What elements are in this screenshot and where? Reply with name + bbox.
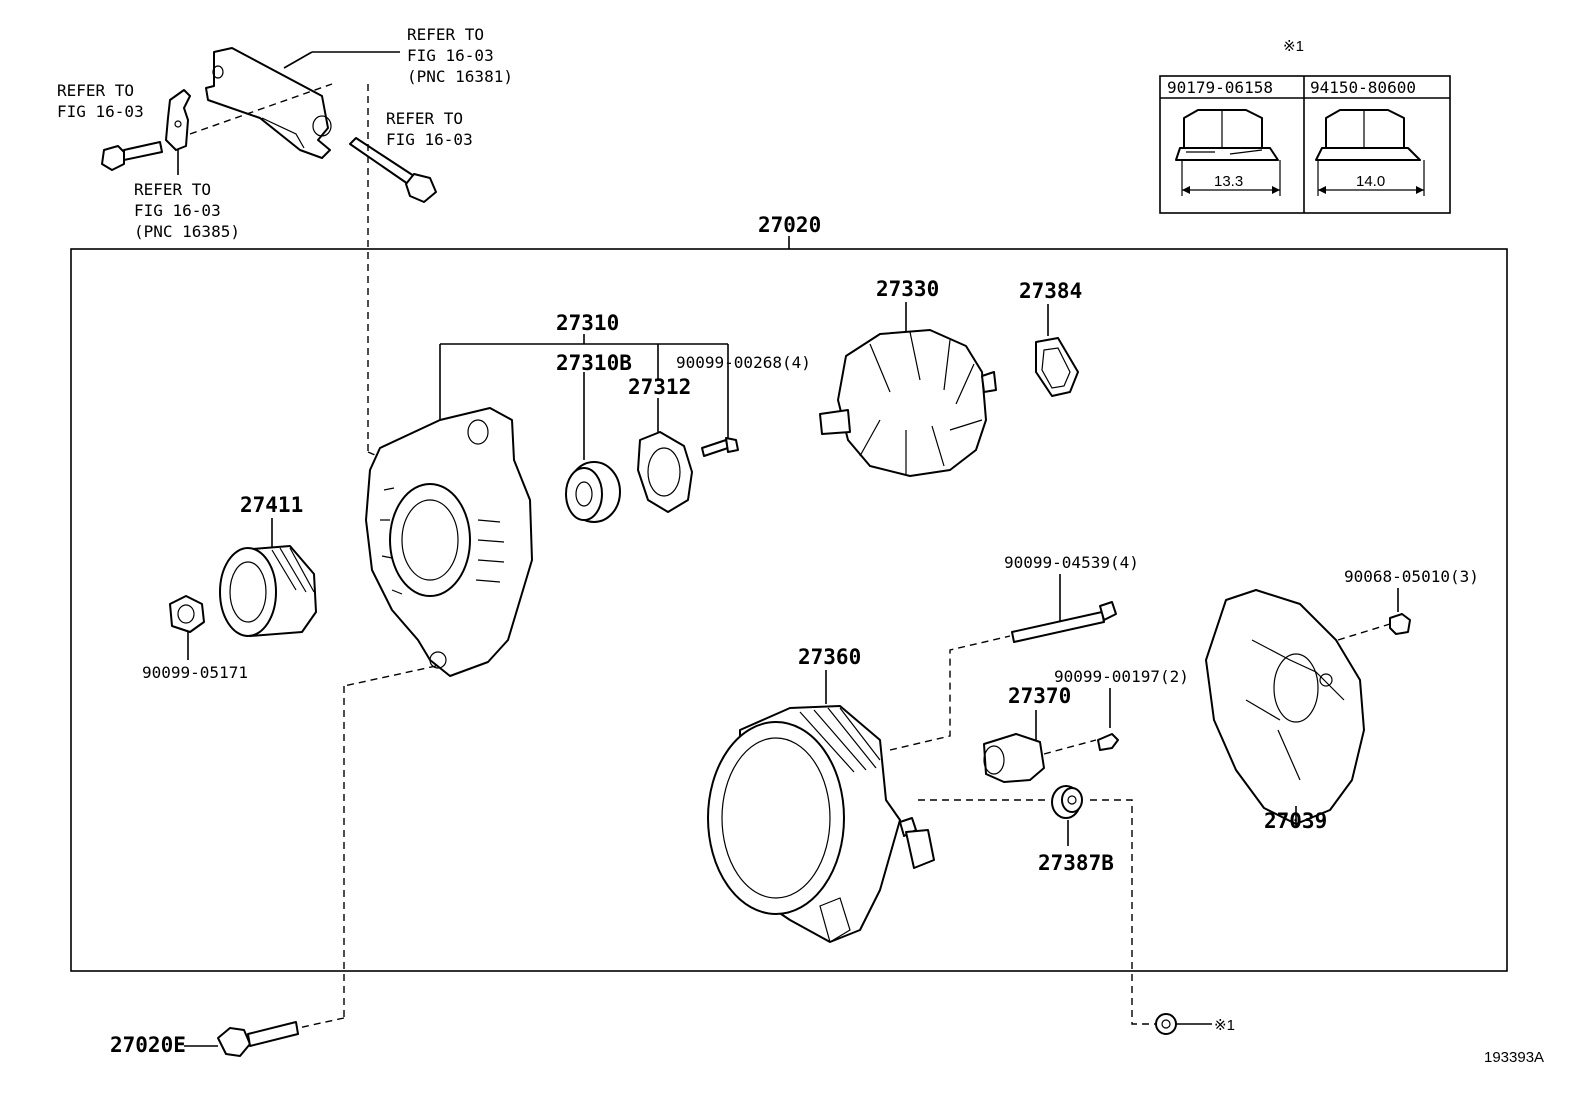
mount-bolt [217,1021,299,1057]
long-bolt [349,137,437,203]
assembly-frame [70,236,1508,972]
refer-plate-line3: (PNC 16385) [134,222,240,241]
refer-bracket-line2: FIG 16-03 [407,46,494,65]
pulley-nut [169,595,205,633]
retainer-screw [701,437,739,457]
mount-bolt-label[interactable]: 27020E [110,1033,186,1057]
flange-nut-drawing-1 [1175,109,1281,196]
table-part-no-2[interactable]: 94150-80600 [1310,78,1416,97]
note-ref-label: ※1 [1214,1017,1235,1034]
drive-end-frame [365,407,533,677]
retainer-screw-label[interactable]: 90099-00268(4) [676,353,811,372]
refer-left-bolt-line2: FIG 16-03 [57,102,144,121]
retainer-label[interactable]: 27312 [628,375,691,399]
stator-label[interactable]: 27360 [798,645,861,669]
bearing-label[interactable]: 27310B [556,351,632,375]
refer-long-bolt-line2: FIG 16-03 [386,130,473,149]
rear-cover-nut [1389,613,1411,635]
pulley-label[interactable]: 27411 [240,493,303,517]
pulley-part [219,545,317,637]
terminal-insulator-label[interactable]: 27387B [1038,851,1114,875]
refer-plate-line1: REFER TO [134,180,211,199]
table-part-no-1[interactable]: 90179-06158 [1167,78,1273,97]
bearing-part [565,461,621,523]
plate-part [165,89,191,151]
assembly-label[interactable]: 27020 [758,213,821,237]
rear-cover-label[interactable]: 27039 [1264,809,1327,833]
table-dimension-2: 14.0 [1356,173,1385,190]
leader-27310 [439,334,729,460]
pulley-nut-label[interactable]: 90099-05171 [142,663,248,682]
figure-id: 193393A [1484,1049,1544,1066]
bearing-cover-label[interactable]: 27384 [1019,279,1082,303]
refer-long-bolt-line1: REFER TO [386,109,463,128]
reference-table [1159,75,1451,214]
refer-plate-line2: FIG 16-03 [134,201,221,220]
refer-bracket-line3: (PNC 16381) [407,67,513,86]
table-dimension-1: 13.3 [1214,173,1243,190]
table-mark: ※1 [1283,38,1304,55]
flange-nut-drawing-2 [1315,109,1425,196]
through-bolt [1011,601,1117,643]
retainer-plate [637,431,693,513]
brush-screw-label[interactable]: 90099-00197(2) [1054,667,1189,686]
adjusting-bar-bracket [205,47,332,159]
rear-cover-nut-label[interactable]: 90068-05010(3) [1344,567,1479,586]
brush-holder-label[interactable]: 27370 [1008,684,1071,708]
bearing-cover-part [1035,337,1079,397]
terminal-insulator-part [1051,785,1083,819]
brush-holder-part [983,733,1045,783]
brush-screw [1097,733,1119,751]
rear-end-cover-part [1205,589,1365,825]
refer-bracket-line1: REFER TO [407,25,484,44]
rotor-label[interactable]: 27330 [876,277,939,301]
terminal-nut [1155,1013,1177,1035]
refer-left-bolt-line1: REFER TO [57,81,134,100]
through-bolt-label[interactable]: 90099-04539(4) [1004,553,1139,572]
rotor-part [819,329,997,477]
stator-part [707,705,935,943]
frame-label[interactable]: 27310 [556,311,619,335]
short-bolt [101,141,163,171]
